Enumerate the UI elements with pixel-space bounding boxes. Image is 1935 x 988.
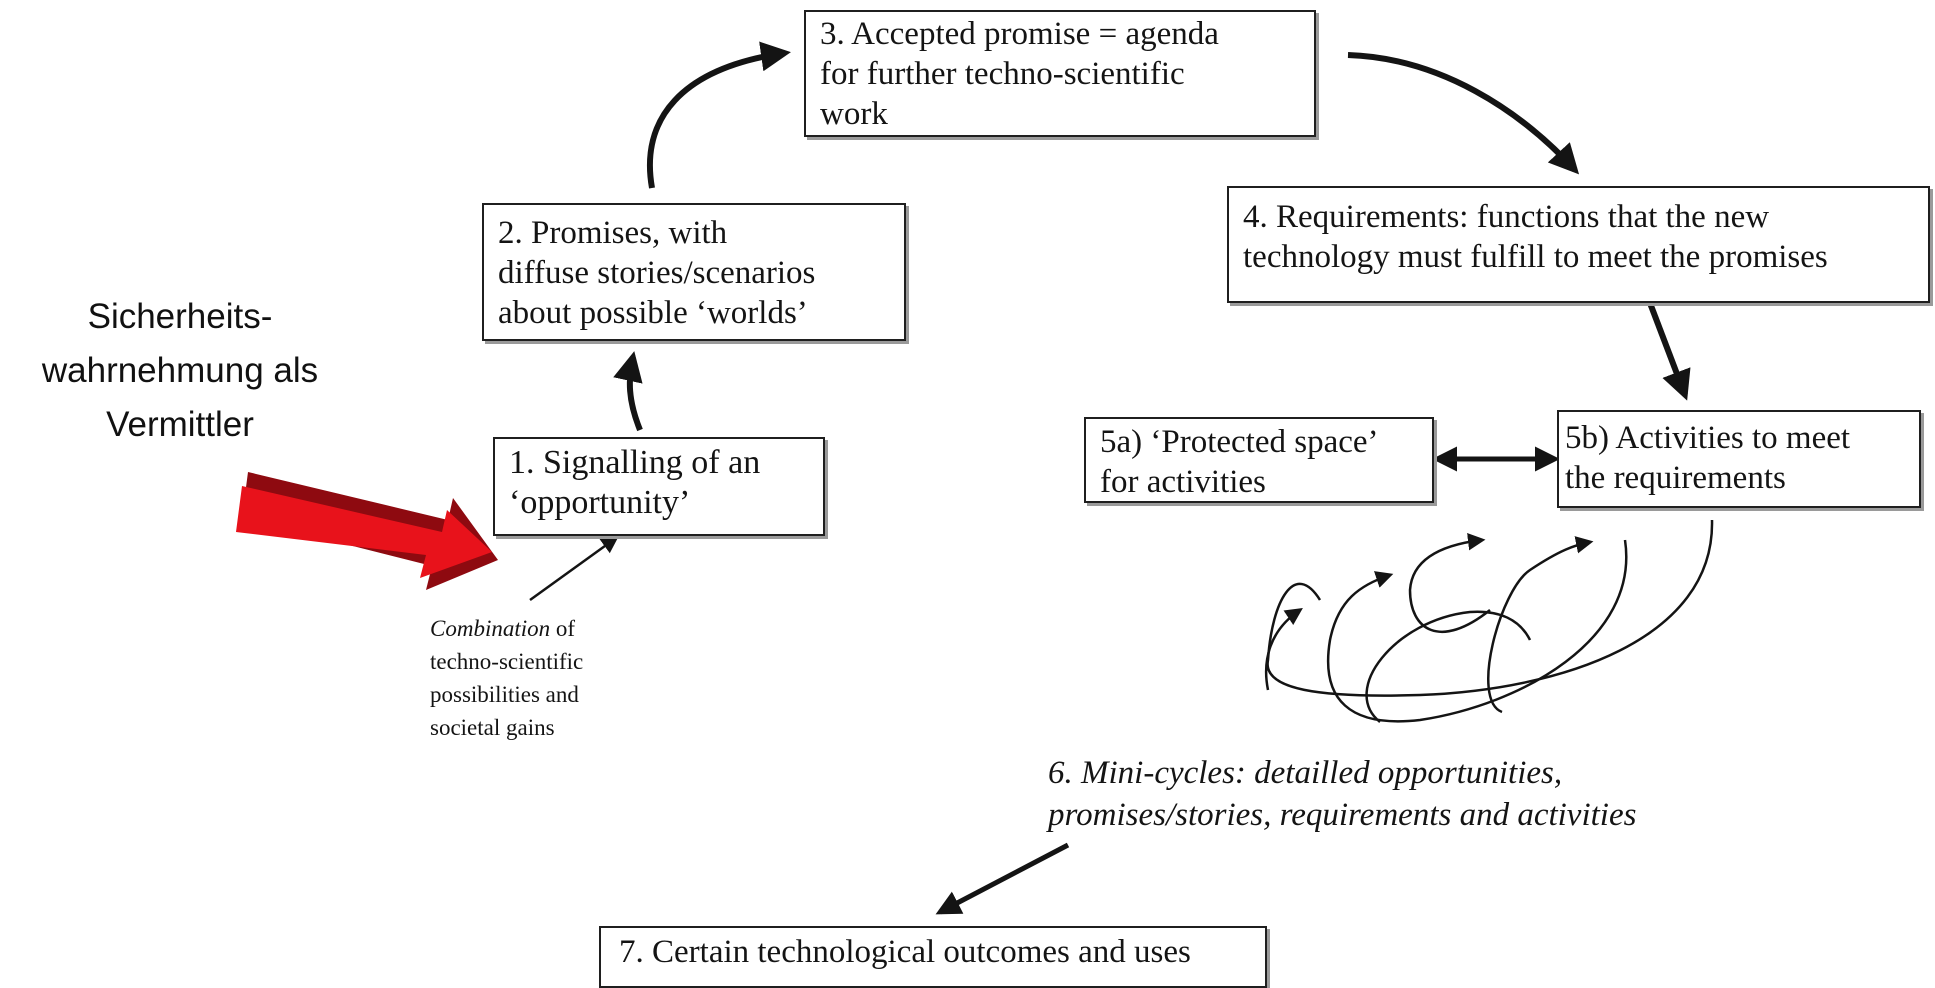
arrow-3-to-4	[1347, 52, 1580, 175]
mini-cycle-loop-2	[1326, 539, 1628, 723]
combination-note: Combination of techno-scientific possibi…	[430, 612, 670, 744]
combination-italic: Combination	[430, 616, 551, 641]
arrow-combination-to-1	[529, 535, 619, 602]
node-6-mini-cycles: 6. Mini-cycles: detailled opportunities,…	[1048, 755, 1637, 833]
side-label: Sicherheits- wahrnehmung als Vermittler	[41, 297, 319, 444]
node-5a-protected-space: 5a) ‘Protected space’ for activities	[1084, 417, 1434, 503]
node-7-outcomes: 7. Certain technological outcomes and us…	[599, 926, 1267, 988]
arrow-6-to-7	[935, 842, 1070, 915]
node-5b-activities: 5b) Activities to meet the requirements	[1557, 410, 1921, 508]
highlight-arrow	[236, 472, 498, 590]
combination-rest: of techno-scientific possibilities and s…	[430, 616, 584, 740]
node-3-accepted-promise: 3. Accepted promise = agenda for further…	[804, 10, 1316, 137]
mini-cycle-loop-3	[1408, 532, 1491, 633]
arrow-1-to-2	[613, 351, 643, 432]
mini-cycle-loop-4	[1487, 536, 1594, 714]
mini-cycle-loop-1b	[1264, 608, 1303, 691]
node-2-promises: 2. Promises, with diffuse stories/scenar…	[482, 203, 906, 341]
mini-cycle-loop-5	[1365, 610, 1532, 723]
arrow-4-to-5b	[1647, 301, 1691, 401]
node-1-signalling: 1. Signalling of an ‘opportunity’	[493, 437, 825, 536]
arrow-2-to-3	[646, 41, 791, 189]
node-4-requirements: 4. Requirements: functions that the new …	[1227, 186, 1930, 303]
mini-cycle-loop-1	[1266, 519, 1714, 697]
